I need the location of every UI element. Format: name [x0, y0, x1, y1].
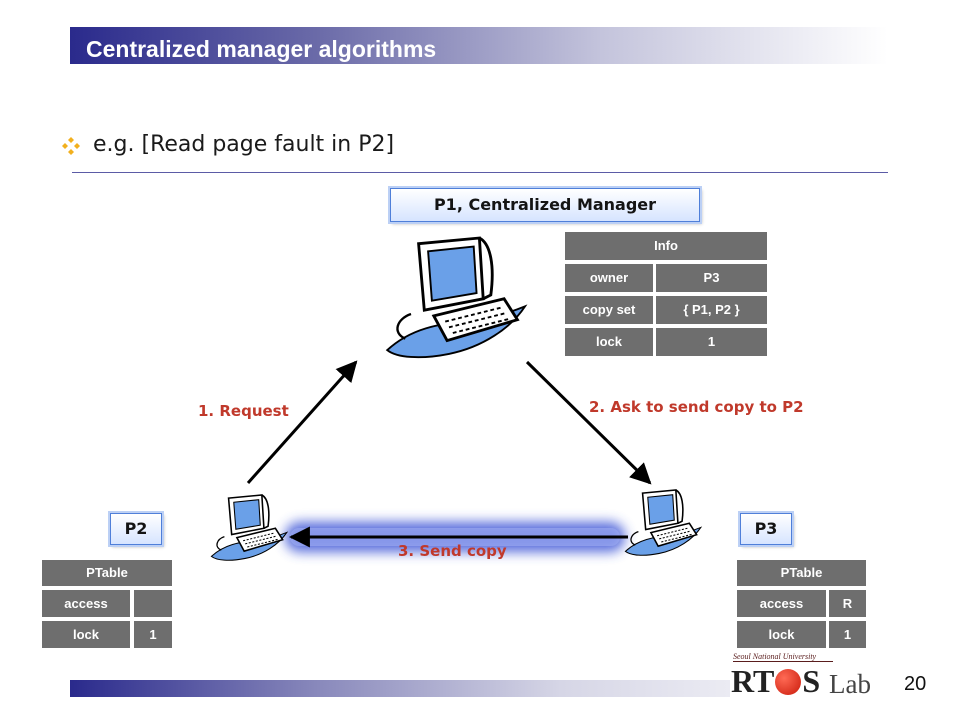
p3-lock-key: lock [737, 621, 826, 648]
request-arrow [246, 360, 358, 484]
p1-computer-icon [385, 236, 527, 359]
request-label: 1. Request [198, 402, 289, 420]
p3-lock-value: 1 [829, 621, 866, 648]
ask-label: 2. Ask to send copy to P2 [589, 398, 804, 416]
p2-access-value [134, 590, 172, 617]
info-lock-value: 1 [656, 328, 767, 356]
p2-lock-key: lock [42, 621, 130, 648]
p3-ptable-header: PTable [737, 560, 866, 586]
bullet-text: e.g. [Read page fault in P2] [93, 132, 395, 157]
info-copyset-key: copy set [565, 296, 653, 324]
p2-lock-value: 1 [134, 621, 172, 648]
ask-arrow [525, 360, 652, 485]
p3-ptable: PTable access R lock 1 [737, 560, 866, 648]
p1-manager-label: P1, Centralized Manager [390, 188, 700, 222]
p2-ptable: PTable access lock 1 [42, 560, 172, 648]
p3-computer-icon [624, 489, 702, 557]
info-table-header: Info [565, 232, 767, 260]
title-bar [70, 27, 888, 64]
page-number: 20 [904, 673, 927, 695]
info-owner-key: owner [565, 264, 653, 292]
logo-plate [730, 666, 885, 700]
logo-lab: Lab [829, 669, 871, 699]
logo-rt: RT [731, 663, 775, 699]
rtos-lab-logo: Seoul National University RT S Lab [725, 652, 885, 700]
info-owner-value: P3 [656, 264, 767, 292]
divider [72, 172, 888, 173]
slide-title: Centralized manager algorithms [86, 36, 437, 62]
info-table: Info owner P3 copy set { P1, P2 } lock 1 [565, 232, 767, 356]
p3-access-key: access [737, 590, 826, 617]
info-lock-key: lock [565, 328, 653, 356]
logo-red-dot-icon [775, 669, 802, 695]
p2-ptable-header: PTable [42, 560, 172, 586]
p2-computer-icon [210, 494, 288, 562]
p2-label: P2 [110, 513, 162, 545]
diamond-bullet-icon [62, 137, 80, 155]
logo-s: S [802, 663, 821, 699]
logo-university: Seoul National University [733, 652, 833, 662]
info-copyset-value: { P1, P2 } [656, 296, 767, 324]
p2-access-key: access [42, 590, 130, 617]
send-copy-label: 3. Send copy [398, 542, 507, 560]
p3-label: P3 [740, 513, 792, 545]
footer-bar [70, 680, 888, 697]
p3-access-value: R [829, 590, 866, 617]
